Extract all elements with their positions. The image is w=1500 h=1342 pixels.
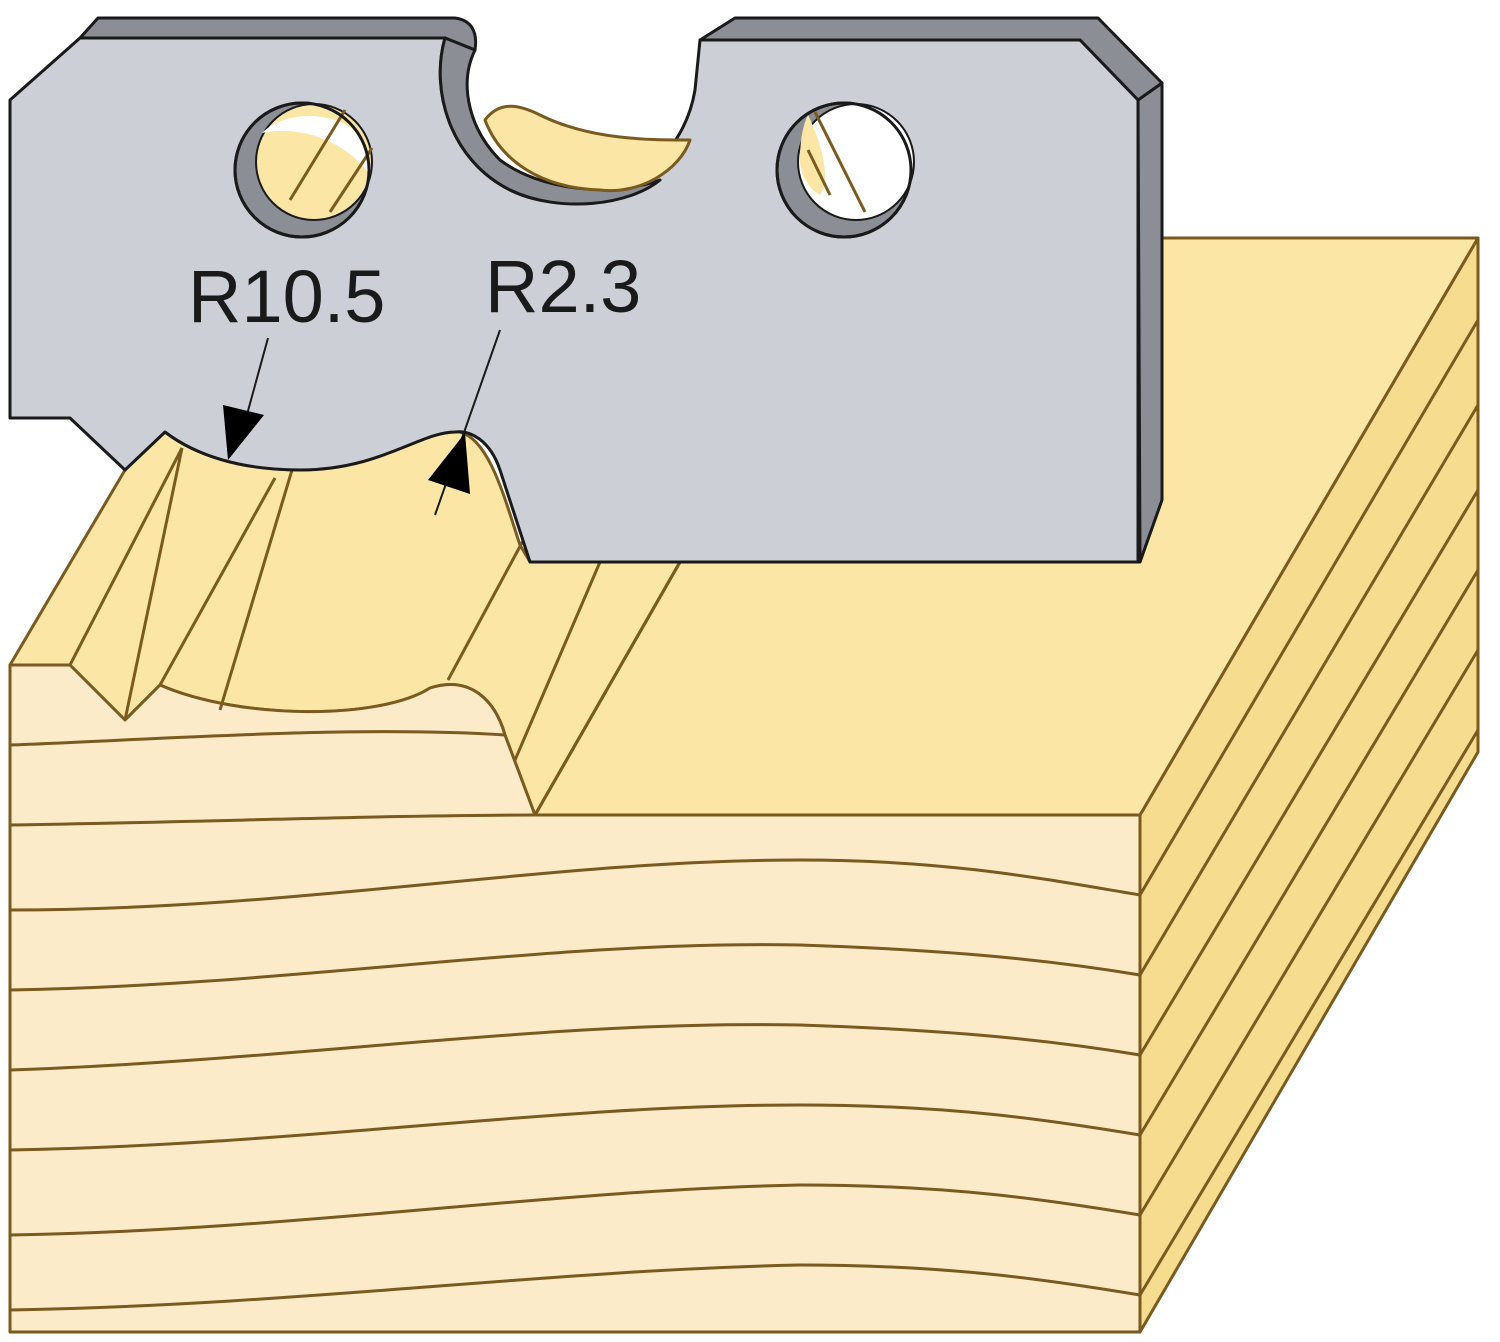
mounting-hole-right: [775, 101, 915, 239]
wood-front-face: [8, 663, 1142, 1334]
gullet-wood-view: [483, 104, 692, 193]
knife-bevel-right: [1136, 81, 1164, 564]
dimension-r-large: R10.5: [188, 255, 385, 460]
arrowhead-r-small: [428, 433, 470, 494]
mounting-hole-left: [233, 101, 374, 239]
wood-side-grain: [1138, 319, 1480, 1296]
dimension-label-r-small: R2.3: [485, 245, 641, 328]
wood-grain-lines: [9, 730, 1141, 1312]
wood-workpiece: [8, 236, 1480, 1334]
knife-gullet-bevel: [438, 36, 662, 206]
cutter-knife: [8, 16, 1164, 564]
dimension-r-small: R2.3: [428, 245, 641, 516]
dimension-label-r-large: R10.5: [188, 255, 385, 338]
arrowhead-r-large: [223, 405, 264, 460]
